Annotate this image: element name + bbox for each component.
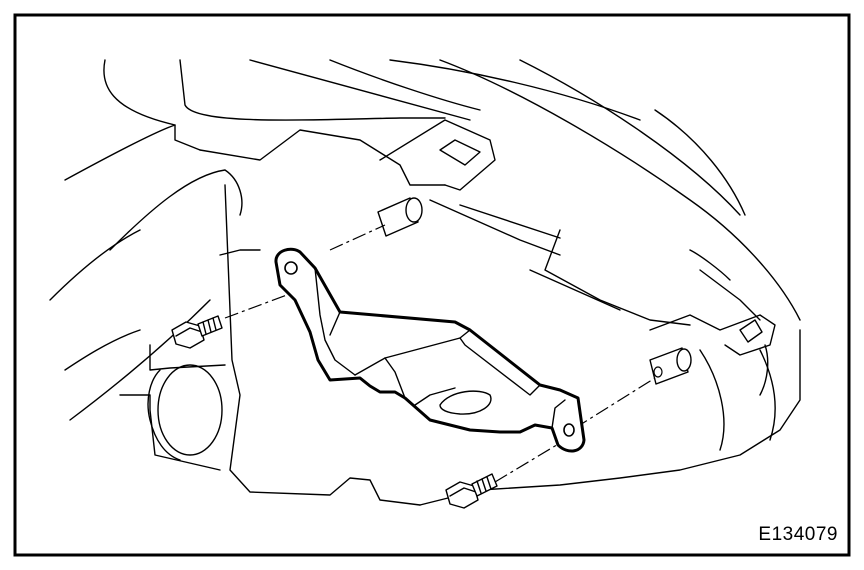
upper-mount-tab bbox=[379, 119, 496, 191]
figure-code: E134079 bbox=[758, 524, 838, 545]
mounting-bracket bbox=[274, 247, 586, 453]
alignment-lines bbox=[224, 224, 656, 483]
locating-pin bbox=[377, 197, 423, 237]
bolt bbox=[445, 473, 498, 509]
locating-pin bbox=[649, 347, 692, 385]
right-mount-boss bbox=[649, 314, 776, 451]
engine-housing bbox=[49, 59, 801, 506]
bolt bbox=[171, 315, 223, 349]
figure-border bbox=[13, 13, 851, 557]
housing-bore bbox=[147, 364, 223, 461]
